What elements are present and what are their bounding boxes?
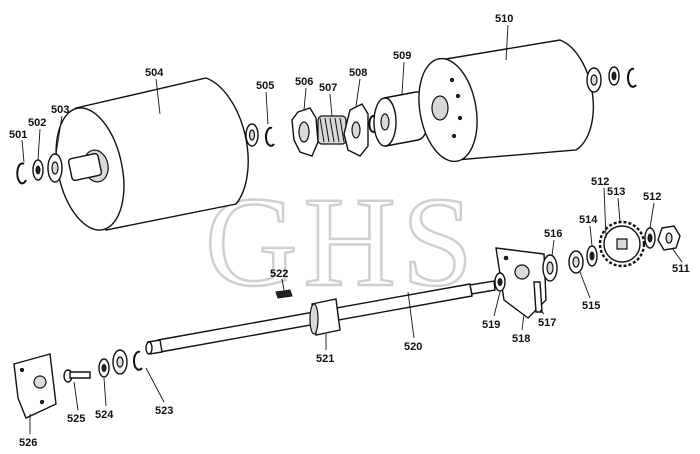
label-503: 503	[51, 104, 69, 116]
label-519: 519	[482, 319, 500, 331]
label-506: 506	[295, 76, 313, 88]
label-513: 513	[607, 186, 625, 198]
bearing-516	[542, 254, 558, 282]
nut-511	[657, 225, 681, 251]
bearing-505	[245, 123, 275, 147]
washer-502	[32, 159, 44, 181]
collar-521	[309, 298, 341, 336]
roller-510	[418, 39, 595, 163]
label-517: 517	[538, 317, 556, 329]
bearing-523	[112, 349, 143, 375]
circlip-501	[16, 162, 27, 185]
key-522	[275, 289, 293, 299]
bearing-510-end	[586, 66, 637, 93]
label-525: 525	[67, 413, 85, 425]
label-522: 522	[270, 268, 288, 280]
leader-lines	[21, 24, 683, 434]
part-labels: 501 502 503 504 505 506 507 508 509 510 …	[9, 13, 690, 449]
bearing-503	[47, 153, 63, 183]
hub-509	[373, 91, 430, 147]
washer-524	[98, 358, 110, 378]
label-524: 524	[95, 409, 114, 421]
spring-507	[317, 115, 347, 145]
watermark: GHS	[205, 171, 479, 313]
label-523: 523	[155, 405, 173, 417]
label-511: 511	[672, 263, 690, 275]
label-514: 514	[579, 214, 598, 226]
label-504: 504	[145, 67, 164, 79]
label-516: 516	[544, 228, 562, 240]
label-512b: 512	[643, 191, 661, 203]
label-501: 501	[9, 129, 27, 141]
label-521: 521	[316, 353, 334, 365]
bracket-518	[495, 247, 547, 319]
label-509: 509	[393, 50, 411, 62]
washer-512b	[644, 227, 656, 249]
cam-plate-508	[343, 103, 369, 157]
clutch-506	[291, 107, 319, 157]
label-502: 502	[28, 117, 46, 129]
washer-514	[586, 245, 598, 267]
label-507: 507	[319, 82, 337, 94]
label-515: 515	[582, 300, 600, 312]
pin-517	[533, 281, 543, 313]
spacer-515	[568, 250, 584, 274]
label-518: 518	[512, 333, 530, 345]
label-526: 526	[19, 437, 37, 449]
sprocket-513	[598, 220, 646, 268]
label-505: 505	[256, 80, 274, 92]
bolt-525	[63, 369, 91, 383]
label-512a: 512	[591, 176, 609, 188]
label-508: 508	[349, 67, 367, 79]
label-510: 510	[495, 13, 513, 25]
plate-526	[13, 353, 57, 419]
washer-519	[494, 272, 506, 292]
label-520: 520	[404, 341, 422, 353]
